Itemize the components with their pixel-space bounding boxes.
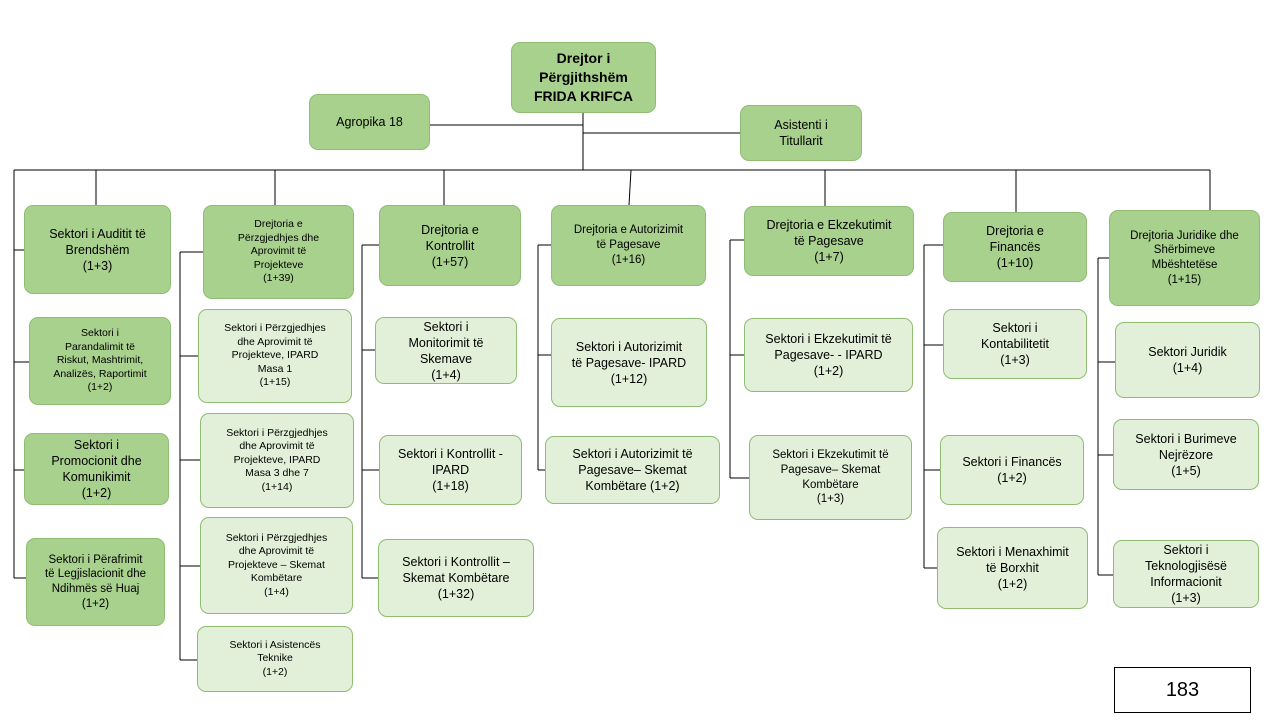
col2-item3: Sektori i Përzgjedhjes dhe Aprovimit të … [200,517,353,614]
col7-item3: Sektori i Teknologjisësë Informacionit (… [1113,540,1259,608]
col5-item2: Sektori i Ekzekutimit të Pagesave– Skema… [749,435,912,520]
col4-head: Drejtoria e Autorizimit të Pagesave (1+1… [551,205,706,286]
col2-head: Drejtoria e Përzgjedhjes dhe Aprovimit t… [203,205,354,299]
col1-item3: Sektori i Përafrimit të Legjislacionit d… [26,538,165,626]
col6-item1: Sektori i Kontabilitetit (1+3) [943,309,1087,379]
col2-item1: Sektori i Përzgjedhjes dhe Aprovimit të … [198,309,352,403]
director-node: Drejtor i Përgjithshëm FRIDA KRIFCA [511,42,656,113]
col1-head: Sektori i Auditit të Brendshëm (1+3) [24,205,171,294]
col3-item3: Sektori i Kontrollit – Skemat Kombëtare … [378,539,534,617]
col5-item1: Sektori i Ekzekutimit të Pagesave- - IPA… [744,318,913,392]
col4-item2: Sektori i Autorizimit të Pagesave– Skema… [545,436,720,504]
col6-item2: Sektori i Financës (1+2) [940,435,1084,505]
col7-head: Drejtoria Juridike dhe Shërbimeve Mbësht… [1109,210,1260,306]
col3-item2: Sektori i Kontrollit - IPARD (1+18) [379,435,522,505]
col7-item2: Sektori i Burimeve Nejrëzore (1+5) [1113,419,1259,490]
col4-item1: Sektori i Autorizimit të Pagesave- IPARD… [551,318,707,407]
col1-item1: Sektori i Parandalimit të Riskut, Mashtr… [29,317,171,405]
col7-item1: Sektori Juridik (1+4) [1115,322,1260,398]
agropika-node: Agropika 18 [309,94,430,150]
col6-head: Drejtoria e Financës (1+10) [943,212,1087,282]
col2-item2: Sektori i Përzgjedhjes dhe Aprovimit të … [200,413,354,508]
col3-head: Drejtoria e Kontrollit (1+57) [379,205,521,286]
col1-item2: Sektori i Promocionit dhe Komunikimit (1… [24,433,169,505]
col6-item3: Sektori i Menaxhimit të Borxhit (1+2) [937,527,1088,609]
page-number: 183 [1114,667,1251,713]
col2-item4: Sektori i Asistencës Teknike (1+2) [197,626,353,692]
col3-item1: Sektori i Monitorimit të Skemave (1+4) [375,317,517,384]
assistant-node: Asistenti i Titullarit [740,105,862,161]
col5-head: Drejtoria e Ekzekutimit të Pagesave (1+7… [744,206,914,276]
